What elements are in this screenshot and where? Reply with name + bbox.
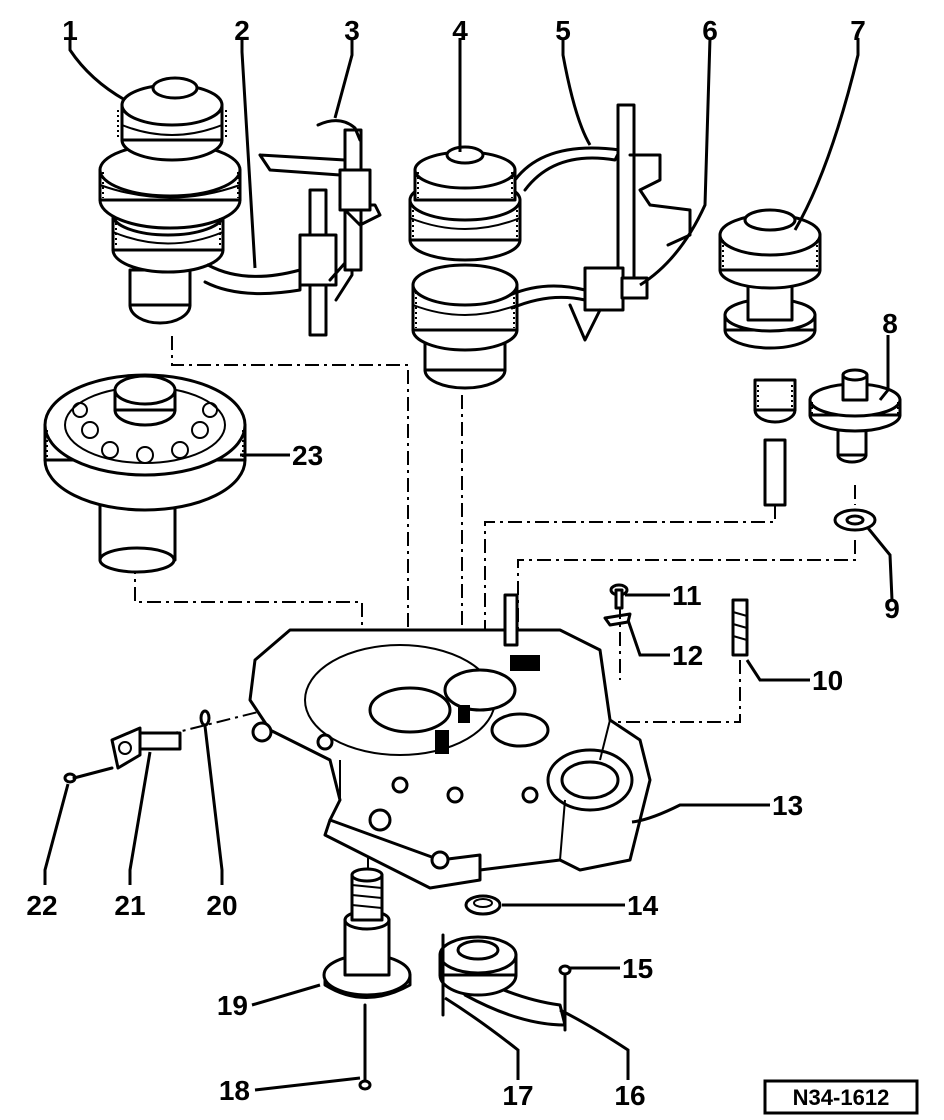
callout-5: 5 <box>555 15 571 46</box>
callout-13: 13 <box>772 790 803 821</box>
part-10-bolt <box>731 598 749 657</box>
callout-15: 15 <box>622 953 653 984</box>
callout-22: 22 <box>26 890 57 921</box>
callout-18: 18 <box>219 1075 250 1106</box>
part-21-sensor <box>110 726 182 770</box>
part-4-output-shaft <box>408 145 522 390</box>
callout-10: 10 <box>812 665 843 696</box>
part-20-o-ring <box>199 709 211 727</box>
part-1-input-shaft <box>98 76 242 325</box>
callout-numbers: 1 2 3 4 5 6 7 8 9 10 11 12 13 14 15 16 1… <box>26 15 899 1111</box>
callout-14: 14 <box>627 890 659 921</box>
callout-8: 8 <box>882 308 898 339</box>
part-7-pinion-shaft <box>718 208 822 507</box>
part-22-bolt <box>63 766 114 784</box>
callout-4: 4 <box>452 15 468 46</box>
part-23-differential <box>43 373 247 574</box>
callout-20: 20 <box>206 890 237 921</box>
callout-9: 9 <box>884 593 900 624</box>
part-13-housing <box>248 593 652 890</box>
reference-code-box: N34-1612 <box>763 1079 919 1115</box>
callout-12: 12 <box>672 640 703 671</box>
callout-21: 21 <box>114 890 145 921</box>
callout-2: 2 <box>234 15 250 46</box>
callout-23: 23 <box>292 440 323 471</box>
callout-19: 19 <box>217 990 248 1021</box>
part-2-3-selector-forks <box>203 119 382 337</box>
part-17-release-bearing <box>438 933 518 1017</box>
callout-6: 6 <box>702 15 718 46</box>
part-12-clip <box>603 612 632 627</box>
part-19-guide-sleeve <box>322 867 412 999</box>
callout-17: 17 <box>502 1080 533 1111</box>
callout-16: 16 <box>614 1080 645 1111</box>
reference-code: N34-1612 <box>793 1085 890 1110</box>
part-18-bolt <box>358 1003 372 1091</box>
part-5-6-selector-rod <box>508 103 692 342</box>
leader-lines <box>43 37 894 1092</box>
callout-3: 3 <box>344 15 360 46</box>
part-14-seal <box>464 894 502 916</box>
callout-11: 11 <box>672 580 702 611</box>
callout-7: 7 <box>850 15 866 46</box>
part-9-washer <box>833 508 877 532</box>
part-11-bolt <box>609 583 629 610</box>
callout-1: 1 <box>62 15 78 46</box>
part-8-gear <box>808 368 902 464</box>
